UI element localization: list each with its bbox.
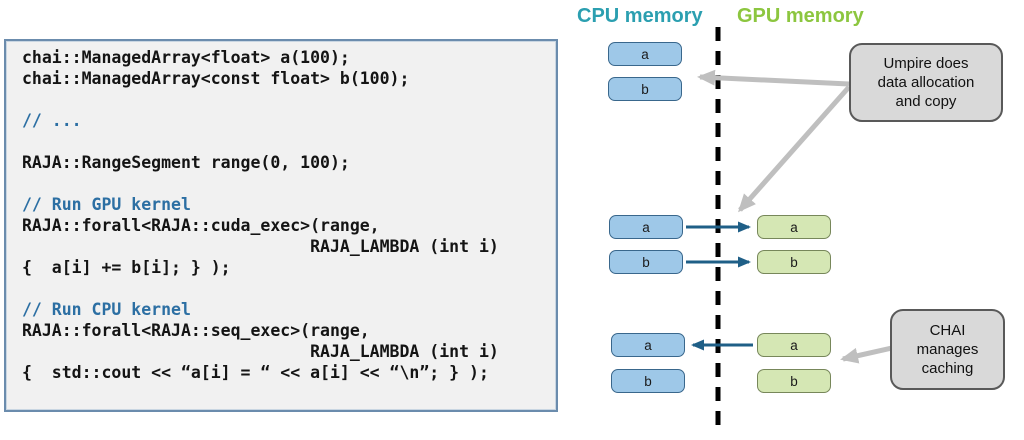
- code-panel: chai::ManagedArray<float> a(100); chai::…: [4, 39, 558, 412]
- chai-callout-line: manages: [916, 341, 979, 358]
- umpire-callout-line: and copy: [895, 93, 957, 110]
- code-line: [22, 89, 556, 110]
- cpu-array-a-box: a: [608, 42, 682, 66]
- cpu-array-b-box: b: [611, 369, 685, 393]
- code-line: chai::ManagedArray<const float> b(100);: [22, 69, 410, 88]
- code-line-comment: // Run GPU kernel: [22, 195, 191, 214]
- cpu-memory-header: CPU memory: [577, 5, 703, 27]
- chai-caching-arrow: [840, 345, 893, 364]
- umpire-callout-line: data allocation: [877, 74, 975, 91]
- chai-callout: CHAI manages caching: [890, 309, 1005, 390]
- umpire-callout-line: Umpire does: [883, 55, 969, 72]
- code-line: [22, 173, 556, 194]
- code-line: [22, 131, 556, 152]
- gpu-array-b-box: b: [757, 250, 831, 274]
- code-line: RAJA::RangeSegment range(0, 100);: [22, 153, 350, 172]
- code-line: { a[i] += b[i]; } );: [22, 258, 231, 277]
- gpu-memory-header: GPU memory: [737, 5, 864, 27]
- gpu-array-a-box: a: [757, 333, 831, 357]
- umpire-callout: Umpire does data allocation and copy: [849, 43, 1003, 122]
- code-line-comment: // Run CPU kernel: [22, 300, 191, 319]
- code-line: RAJA::forall<RAJA::seq_exec>(range,: [22, 321, 370, 340]
- cpu-array-b-box: b: [609, 250, 683, 274]
- code-line: RAJA::forall<RAJA::cuda_exec>(range,: [22, 216, 380, 235]
- umpire-copy-arrow: [738, 85, 851, 213]
- code-line: { std::cout << “a[i] = “ << a[i] << “\n”…: [22, 363, 489, 382]
- umpire-allocation-arrow: [697, 69, 850, 87]
- cpu-array-b-box: b: [608, 77, 682, 101]
- gpu-array-a-box: a: [757, 215, 831, 239]
- cpu-array-a-box: a: [609, 215, 683, 239]
- code-line: RAJA_LAMBDA (int i): [22, 342, 499, 361]
- code-line: chai::ManagedArray<float> a(100);: [22, 48, 350, 67]
- gpu-array-b-box: b: [757, 369, 831, 393]
- cpu-array-a-box: a: [611, 333, 685, 357]
- chai-callout-line: CHAI: [929, 322, 966, 339]
- chai-callout-line: caching: [921, 360, 974, 377]
- code-line-comment: // ...: [22, 111, 82, 130]
- code-line: [22, 278, 556, 299]
- code-line: RAJA_LAMBDA (int i): [22, 237, 499, 256]
